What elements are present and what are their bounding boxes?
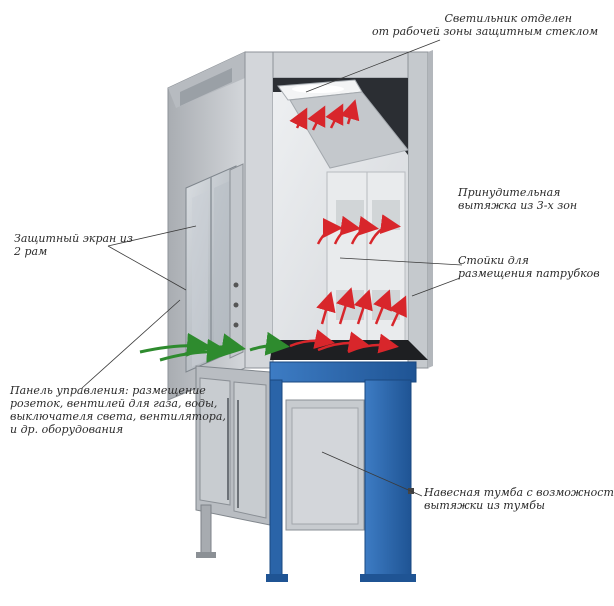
- racks-annotation-line2: размещения патрубков: [458, 267, 600, 280]
- racks-annotation: Стойки для размещения патрубков: [458, 254, 600, 280]
- control-panel-annotation-line4: и др. оборудования: [10, 423, 124, 436]
- screen-annotation: Защитный экран из 2 рам: [14, 232, 133, 258]
- exhaust-annotation-line1: Принудительная: [458, 186, 561, 199]
- control-panel-annotation-line3: выключателя света, вентилятора,: [10, 410, 226, 423]
- hood-front-frame: [244, 50, 433, 369]
- left-hanging-cabinet: [195, 365, 278, 526]
- exhaust-annotation: Принудительная вытяжка из 3-х зон: [458, 186, 577, 212]
- racks-annotation-line1: Стойки для: [458, 254, 529, 267]
- control-panel: [229, 163, 244, 359]
- exhaust-airflow-arrows: [289, 99, 407, 354]
- lamp-annotation-line1: Светильник отделен: [444, 12, 572, 25]
- cabinet-annotation-line1: Навесная тумба с возможностью: [424, 486, 614, 499]
- control-panel-annotation: Панель управления: размещение розеток, в…: [10, 384, 226, 436]
- blue-support-frame: [266, 361, 417, 582]
- exhaust-annotation-line2: вытяжка из 3-х зон: [458, 199, 578, 212]
- cabinet-annotation: Навесная тумба с возможностью вытяжки из…: [424, 486, 614, 512]
- screen-annotation-line2: 2 рам: [14, 245, 48, 258]
- control-panel-annotation-line1: Панель управления: размещение: [10, 384, 206, 397]
- inflow-airflow-arrows: [139, 331, 290, 363]
- screen-annotation-line1: Защитный экран из: [14, 232, 133, 245]
- protective-screen: [185, 165, 237, 373]
- center-hanging-cabinet: [285, 399, 365, 531]
- cabinet-annotation-line2: вытяжки из тумбы: [424, 499, 545, 512]
- lamp-annotation: Светильник отделен от рабочей зоны защит…: [372, 12, 599, 38]
- leader-lines: [81, 39, 463, 497]
- control-panel-annotation-line2: розеток, вентилей для газа, воды,: [10, 397, 218, 410]
- lamp-annotation-line2: от рабочей зоны защитным стеклом: [372, 25, 599, 38]
- left-support-leg: [196, 504, 216, 558]
